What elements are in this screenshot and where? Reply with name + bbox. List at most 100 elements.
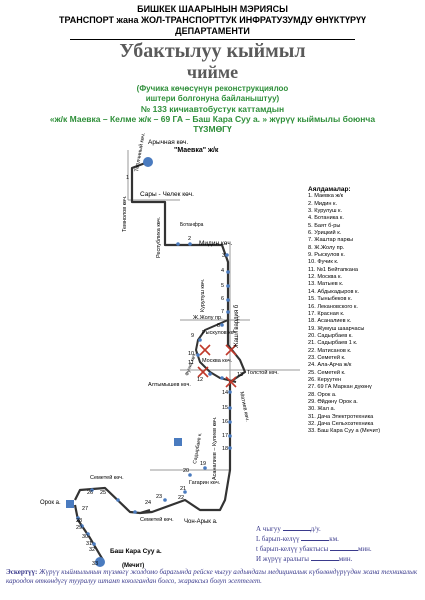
legend-item: 11. №1 Бейтапкана [308, 266, 359, 273]
legend-item: 15. Тыныбеков к. [308, 296, 353, 303]
info-unit-distance: км. [329, 535, 339, 543]
legend-item: 31. Дача Электротехника [308, 413, 374, 420]
stop-number-18: 18 [222, 446, 228, 452]
stop-marker-bashkarasuu [95, 557, 105, 567]
header-line-3: ДЕПАРТАМЕНТИ [175, 26, 250, 36]
street-label-botanika: Ботанфра [180, 222, 204, 228]
legend-item: 25. Семетей к. [308, 369, 346, 376]
legend-item: 22. Матисанов к. [308, 347, 352, 354]
street-label-arychnaya: Арычная көч. [148, 139, 188, 146]
stop-number-28: 28 [76, 518, 82, 524]
street-label-fuchik: Фучик көч. [184, 352, 198, 377]
street-label-bashkarasuu: Баш Кара Суу а. [110, 548, 162, 555]
legend-item: 2. Мидин к. [308, 200, 338, 207]
header-line-2: ТРАНСПОРТ жана ЖОЛ-ТРАНСПОРТТУК ИНФРАТУЗ… [58, 15, 366, 25]
subtitle-line-4: «ж/к Маевка – Келме ж/к – 69 ГА – Баш Ка… [49, 114, 376, 124]
stop-number-8: 8 [217, 323, 220, 329]
info-label-distance: L барып-келүү [256, 535, 300, 543]
stop-number-5: 5 [221, 283, 224, 289]
street-label-maevka: "Маевка" ж/к [174, 147, 219, 154]
street-label-asanaliev: Асаналиев – Кулиев көч. [212, 416, 218, 480]
street-label-tepl: Теплчнный көч. [133, 132, 147, 173]
legend-item: 14. Абдыкадыров к. [308, 288, 360, 295]
subtitle-line-3: № 133 кичиавтобустук каттамдын [140, 104, 285, 114]
stop-marker-maevka [143, 157, 153, 167]
street-label-semetey-2: Семетей көч. [140, 516, 174, 523]
info-label-duration: t барып-келүү убактысы [256, 545, 329, 553]
stop-number-15: 15 [222, 405, 228, 411]
legend-item: 23. Семетей к. [308, 354, 346, 361]
stop-number-30: 30 [82, 534, 88, 540]
stop-marker-orok [66, 500, 74, 508]
legend-item: 33. Баш Кара Суу а (Мечит) [308, 428, 381, 435]
footnote-label: Эскертүү: [6, 568, 38, 576]
legend-item: 26. Керуутен [308, 376, 342, 383]
legend-item: 18. Асаналиев к. [308, 318, 352, 325]
stop-number-25: 25 [100, 490, 106, 496]
stop-number-21: 21 [180, 486, 186, 492]
info-unit-interval: мин. [338, 555, 353, 563]
subtitle-line-2: иштери болгонуна байланыштуу) [145, 94, 280, 103]
street-label-semetey-1: Семетей көч. [90, 474, 124, 481]
legend-item: 1. Маевка ж/к [308, 193, 344, 200]
stop-number-31: 31 [86, 541, 92, 547]
legend-item: 5. Баят б-ры [308, 222, 341, 229]
stop-number-12: 12 [197, 377, 203, 383]
footnote-text: Жүрүү кыймылынын түзмөгү жолдомо барагын… [6, 568, 418, 585]
stop-number-14: 14 [222, 390, 228, 396]
street-label-orok: Орок а. [40, 500, 61, 506]
legend-item: 29. Өйдөнү Орок а. [308, 398, 358, 405]
legend-item: 28. Орок а. [308, 391, 337, 398]
legend-item: 24. Ала-Арча ж/к [308, 362, 352, 369]
legend-item: 20. Садырбаев к. [308, 332, 353, 339]
info-label-departures: А чыгуу [256, 525, 281, 533]
legend-item: 10. Фучик к. [308, 259, 339, 266]
legend-item: 13. Матыев к. [308, 281, 344, 288]
info-line-distance: L барып-келүү км. [256, 534, 339, 543]
stop-number-1: 1 [126, 175, 129, 181]
info-line-departures: А чыгуу д/у. [256, 524, 321, 533]
legend-item: 8. Ж.Жолу пр. [308, 244, 345, 251]
title-line-2: чиймe [186, 62, 239, 82]
stop-number-27: 27 [82, 506, 88, 512]
street-label-matiev: Матиев көч. [238, 391, 250, 423]
subtitle-line-5: ТҮЗМӨГҮ [193, 124, 232, 134]
stop-number-16: 16 [222, 419, 228, 425]
legend-item: 17. Красная к. [308, 310, 345, 317]
legend-item: 3. Курулуш к. [308, 208, 343, 215]
stop-number-7: 7 [221, 309, 224, 315]
info-unit-departures: д/у. [310, 525, 321, 533]
stop-marker-chonaryk [174, 438, 182, 446]
street-label-jjolu: Ж.Жолу пр. [193, 315, 223, 321]
route-map: 1 2 3 4 5 6 7 8 9 10 11 12 13 14 15 16 1… [40, 132, 300, 569]
street-label-kurulush: Курулуш көч. [200, 278, 206, 312]
subtitle-line-1: (Фучика көчөсүнүн реконструкциялоо [136, 84, 289, 93]
stop-markers [66, 157, 232, 567]
legend-item: 16. Лекановского к. [308, 303, 358, 310]
legend-item: 27. 69 ГА Маркан дүкөнү [308, 384, 372, 391]
street-label-tolstoy: Толстой көч. [247, 369, 279, 376]
legend-item: 6. Урицкий к. [308, 230, 342, 237]
stop-number-32: 32 [89, 547, 95, 553]
header-line-1: БИШКЕК ШААРЫНЫН МЭРИЯСЫ [137, 4, 288, 14]
stop-number-10: 10 [188, 351, 194, 357]
street-label-moskva: Москва көч. [202, 358, 233, 364]
street-label-sary-chelek: Сары - Челек көч. [140, 191, 194, 198]
legend-item: 21. Садырбаев 1 к. [308, 340, 358, 347]
footnote: Эскертүү: Жүрүү кыймылынын түзмөгү жолдо… [6, 568, 421, 586]
stop-number-26: 26 [87, 490, 93, 496]
crosses [197, 344, 237, 388]
stop-number-3: 3 [222, 253, 225, 259]
header-divider [70, 39, 355, 40]
info-line-duration: t барып-келүү убактысы мин. [256, 544, 372, 553]
stop-number-6: 6 [221, 296, 224, 302]
title-line-1: Убактылуу кыймыл [119, 40, 306, 62]
street-label-sadyrbaev: Садырбаев к. [192, 432, 203, 464]
legend-item: 32. Дача Сельхозтехника [308, 421, 374, 427]
stop-numbers: 1 2 3 4 5 6 7 8 9 10 11 12 13 14 15 16 1… [76, 175, 243, 567]
stop-number-13: 13 [237, 372, 243, 378]
stop-number-20: 20 [183, 468, 189, 474]
stop-number-29: 29 [76, 525, 82, 531]
